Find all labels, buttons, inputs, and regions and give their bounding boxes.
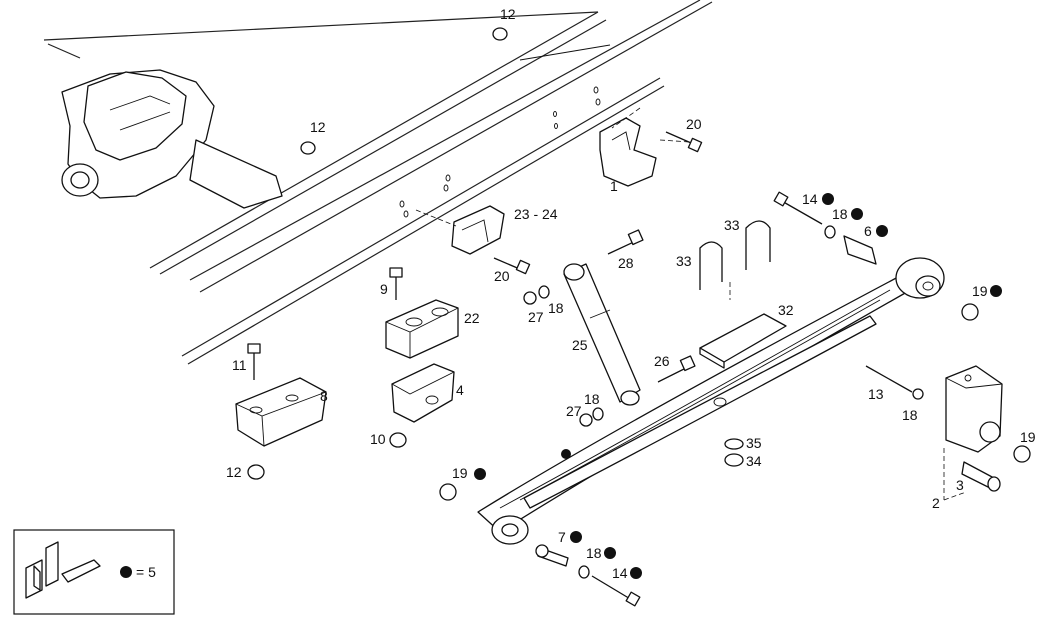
callout-9: 9 bbox=[380, 281, 388, 297]
callout-23-24: 23 - 24 bbox=[514, 206, 558, 222]
callout-12-bottom: 12 bbox=[226, 464, 242, 480]
callout-18-right: 18 bbox=[832, 206, 848, 222]
callout-33-left: 33 bbox=[676, 253, 692, 269]
dot-18-bottom-icon bbox=[604, 547, 616, 559]
rear-axle-differential bbox=[61, 69, 283, 209]
callout-18-top: 18 bbox=[548, 300, 564, 316]
callout-19-left: 19 bbox=[452, 465, 468, 481]
bracket-part-23-24 bbox=[415, 205, 505, 255]
callout-11: 11 bbox=[232, 357, 247, 373]
dot-19-left-icon bbox=[474, 468, 486, 480]
bump-stop-bracket-4 bbox=[391, 363, 455, 423]
callout-3: 3 bbox=[956, 477, 964, 493]
callout-27-bottom: 27 bbox=[566, 403, 582, 419]
bracket-part-1 bbox=[599, 107, 691, 187]
mounting-plate-8 bbox=[235, 377, 327, 447]
chassis-frame bbox=[43, 0, 713, 365]
spring-plate-32 bbox=[699, 313, 787, 369]
callout-14-top: 14 bbox=[802, 191, 818, 207]
callout-33-top: 33 bbox=[724, 217, 740, 233]
callout-2: 2 bbox=[932, 495, 940, 511]
callout-34: 34 bbox=[746, 453, 762, 469]
dot-14-bottom-icon bbox=[630, 567, 642, 579]
callout-25: 25 bbox=[572, 337, 588, 353]
dot-18-right-icon bbox=[851, 208, 863, 220]
callout-18-hanger: 18 bbox=[902, 407, 918, 423]
callout-28: 28 bbox=[618, 255, 634, 271]
callout-12-mid: 12 bbox=[310, 119, 326, 135]
bolts bbox=[247, 131, 913, 607]
callout-19-hanger: 19 bbox=[1020, 429, 1036, 445]
shock-absorber-25 bbox=[563, 263, 641, 406]
dot-14-top-icon bbox=[822, 193, 834, 205]
callout-27-top: 27 bbox=[528, 309, 544, 325]
legend-box bbox=[13, 529, 175, 615]
callout-19-right: 19 bbox=[972, 283, 988, 299]
dot-spring-icon bbox=[561, 449, 571, 459]
rubber-block-22 bbox=[385, 299, 459, 359]
dot-19-right-icon bbox=[990, 285, 1002, 297]
callout-12-top: 12 bbox=[500, 6, 516, 22]
callout-7: 7 bbox=[558, 529, 566, 545]
legend-dot-icon bbox=[120, 566, 132, 578]
bushing-6-highlighted bbox=[843, 235, 945, 299]
callout-20-mid: 20 bbox=[494, 268, 510, 284]
dot-6-icon bbox=[876, 225, 888, 237]
callout-32: 32 bbox=[778, 302, 794, 318]
rail-holes bbox=[399, 86, 601, 218]
leaf-spring bbox=[477, 275, 915, 545]
callout-26: 26 bbox=[654, 353, 670, 369]
callout-35: 35 bbox=[746, 435, 762, 451]
callout-14-bottom: 14 bbox=[612, 565, 628, 581]
shackle-pin-3 bbox=[961, 461, 1001, 492]
callout-18-mid: 18 bbox=[584, 391, 600, 407]
callout-10: 10 bbox=[370, 431, 386, 447]
callout-4: 4 bbox=[456, 382, 464, 398]
dot-7-icon bbox=[570, 531, 582, 543]
u-bolts-33 bbox=[699, 220, 771, 300]
legend-text: = 5 bbox=[136, 564, 156, 580]
spring-pin-7 bbox=[535, 544, 569, 567]
callout-8: 8 bbox=[320, 388, 328, 404]
callout-labels: 12 12 12 20 20 1 23 - 24 9 22 11 8 4 10 … bbox=[136, 6, 1036, 581]
bushing-highlight-fill bbox=[843, 235, 877, 265]
callout-22: 22 bbox=[464, 310, 480, 326]
shackle-hanger-2 bbox=[943, 365, 1003, 501]
callout-20-top: 20 bbox=[686, 116, 702, 132]
callout-13: 13 bbox=[868, 386, 884, 402]
callout-6: 6 bbox=[864, 223, 872, 239]
callout-18-bottom: 18 bbox=[586, 545, 602, 561]
callout-1: 1 bbox=[610, 178, 618, 194]
nuts-washers bbox=[247, 27, 1031, 579]
